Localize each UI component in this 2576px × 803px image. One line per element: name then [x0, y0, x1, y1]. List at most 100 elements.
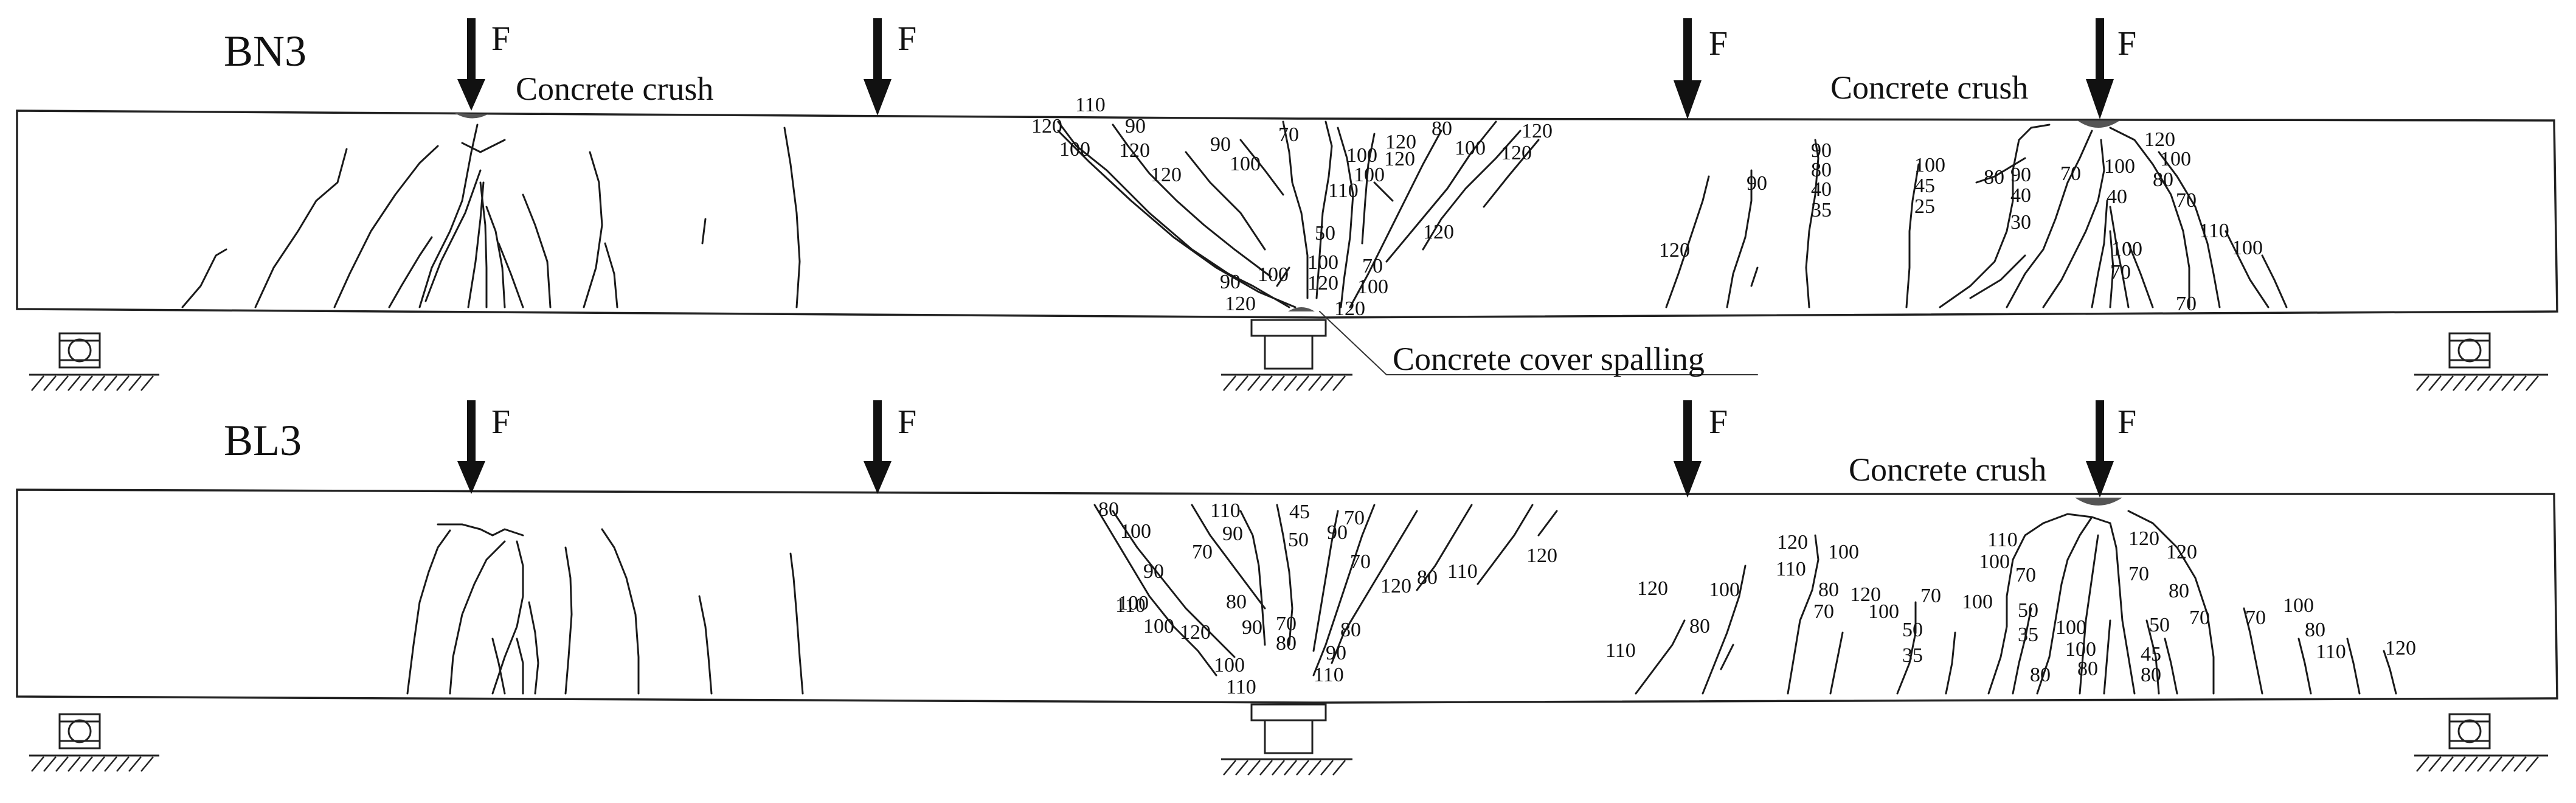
load-arrow: F — [864, 18, 916, 116]
crack-load-label: 70 — [2128, 563, 2149, 585]
roller-support — [2414, 713, 2548, 772]
crack-load-label: 100 — [1230, 153, 1261, 175]
crack-load-label: 120 — [2128, 527, 2159, 550]
crack-load-label: 120 — [1526, 544, 1557, 567]
crack-load-label: 110 — [1210, 499, 1241, 522]
crack-load-label: 70 — [2176, 293, 2197, 315]
note-concrete-crush: Concrete crush — [1830, 69, 2028, 106]
crack-load-label: 70 — [2060, 162, 2081, 185]
crack-load-label: 70 — [2176, 189, 2197, 212]
crack-pattern-left — [181, 123, 801, 308]
crack-load-label: 120 — [1380, 575, 1411, 597]
crack-load-label: 50 — [1288, 529, 1309, 551]
load-arrow: F — [457, 400, 510, 494]
load-arrow: F — [1674, 18, 1728, 119]
crack-load-label: 80 — [2030, 664, 2051, 686]
note-cover-spalling: Concrete cover spalling — [1393, 341, 1705, 377]
crack-pattern-middle — [1057, 120, 1540, 308]
crack-load-labels: 80 100 110 45 90 50 70 90 70 90 100 70 1… — [1098, 498, 2416, 698]
crack-load-label: 120 — [1850, 583, 1881, 606]
crack-load-label: 80 — [1984, 166, 2004, 189]
force-label: F — [1709, 25, 1728, 63]
crack-load-label: 70 — [1276, 613, 1297, 635]
crack-load-label: 110 — [1075, 94, 1106, 116]
crack-load-label: 70 — [2110, 261, 2131, 283]
crack-load-label: 110 — [1328, 179, 1359, 202]
crack-load-label: 70 — [1350, 551, 1371, 573]
beam-bn3: BN3 F F F F Concrete crush C — [16, 18, 2558, 391]
crack-pattern-right — [1665, 123, 2288, 308]
note-concrete-crush: Concrete crush — [1849, 451, 2046, 488]
crack-load-label: 50 — [1315, 222, 1335, 245]
load-arrow: F — [1674, 400, 1728, 498]
force-label: F — [491, 20, 510, 58]
crack-load-label: 100 — [1868, 600, 1899, 623]
crack-load-label: 120 — [1180, 621, 1211, 644]
crack-load-label: 90 — [1220, 271, 1241, 293]
force-label: F — [2117, 25, 2136, 63]
crack-load-label: 110 — [2199, 220, 2229, 242]
crack-load-label: 80 — [1098, 498, 1119, 521]
crack-load-label: 45 — [2141, 643, 2161, 666]
roller-support — [29, 713, 159, 772]
force-label: F — [491, 403, 510, 441]
crack-load-label: 80 — [1811, 159, 1832, 181]
crack-load-label: 100 — [2104, 155, 2135, 178]
crack-load-label: 120 — [1307, 272, 1338, 294]
crack-load-label: 80 — [2153, 169, 2173, 191]
crack-load-label: 40 — [1811, 178, 1832, 201]
crack-load-label: 120 — [1384, 148, 1415, 170]
crack-load-label: 70 — [1362, 255, 1383, 277]
crack-load-label: 120 — [1659, 239, 1690, 262]
crush-zone — [2077, 120, 2120, 128]
roller-support — [29, 332, 159, 391]
crack-load-label: 110 — [1314, 664, 1344, 686]
force-label: F — [898, 20, 916, 58]
crack-load-label: 100 — [1709, 579, 1740, 601]
crack-load-label: 120 — [1119, 139, 1150, 162]
crack-load-label: 80 — [1340, 619, 1361, 641]
force-label: F — [1709, 403, 1728, 441]
crack-load-label: 100 — [1143, 615, 1174, 638]
crack-load-label: 100 — [1214, 654, 1245, 676]
crack-load-label: 80 — [1417, 566, 1438, 589]
crack-load-label: 80 — [2141, 664, 2161, 686]
crack-pattern-right — [1635, 510, 2397, 695]
crack-load-label: 90 — [1210, 133, 1231, 156]
crack-load-label: 120 — [1334, 297, 1365, 320]
crack-load-label: 90 — [1242, 616, 1262, 639]
crack-load-label: 100 — [1118, 592, 1149, 614]
crack-load-label: 100 — [1979, 551, 2010, 573]
crack-load-label: 70 — [1344, 507, 1365, 529]
pin-support — [1221, 319, 1352, 391]
crack-load-label: 80 — [1432, 117, 1452, 140]
crack-load-label: 70 — [1192, 541, 1213, 563]
spalling-zone — [1288, 307, 1315, 311]
crack-load-label: 120 — [1423, 221, 1454, 243]
crack-pattern-left — [406, 523, 804, 695]
crack-load-label: 100 — [1346, 144, 1377, 167]
beam-label-bl3: BL3 — [224, 416, 302, 465]
crack-load-label: 100 — [2160, 148, 2191, 170]
force-label: F — [2117, 403, 2136, 441]
crack-load-label: 80 — [1689, 615, 1710, 638]
crack-load-label: 100 — [1914, 154, 1945, 176]
crack-load-label: 120 — [1777, 531, 1808, 554]
crack-load-label: 90 — [2010, 164, 2031, 186]
crack-load-label: 50 — [2018, 599, 2038, 622]
crack-load-label: 100 — [1258, 263, 1289, 286]
crack-load-label: 70 — [1278, 123, 1299, 146]
pin-support — [1221, 703, 1352, 776]
load-arrow: F — [864, 400, 916, 494]
crack-load-label: 70 — [2189, 607, 2210, 629]
crack-load-label: 45 — [1914, 175, 1935, 197]
crack-load-label: 90 — [1747, 172, 1767, 195]
crack-load-label: 110 — [1115, 594, 1146, 617]
crack-load-label: 120 — [1031, 115, 1062, 137]
crack-load-label: 80 — [2169, 580, 2189, 602]
crack-load-label: 70 — [2015, 564, 2036, 586]
crack-load-label: 120 — [2144, 128, 2175, 151]
crack-load-label: 25 — [1914, 195, 1935, 218]
